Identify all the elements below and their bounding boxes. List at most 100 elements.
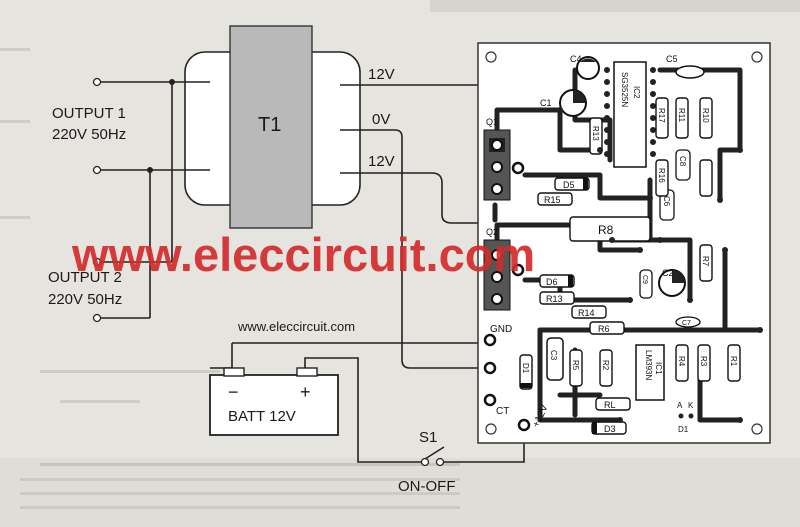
c2-label: C2 [662,268,674,278]
c8-label: C8 [678,156,687,167]
pcb-pads [557,107,763,423]
output-2-terminal-a [92,257,102,267]
ic1-label: IC1 [654,362,663,375]
watermark-small: www.eleccircuit.com [237,319,355,334]
resistor-r13v [589,117,603,155]
capacitor-c2: C2 [658,268,686,297]
r13-label: R13 [546,294,563,304]
r3-label: R3 [699,356,708,367]
battery: − + BATT 12V [209,367,339,436]
watermark-large: www.eleccircuit.com [71,228,535,281]
resistor-r14 [571,305,607,319]
resistor-r6 [589,321,625,335]
transformer-label: T1 [258,114,281,136]
switch-s1: S1 ON-OFF [398,429,456,495]
battery-label: BATT 12V [228,408,296,425]
transformer-t1: T1 [184,25,361,229]
c1-label: C1 [540,98,552,108]
r1-label: R1 [729,356,738,367]
capacitor-c3: C3 [546,337,564,381]
c7-label: C7 [682,320,691,327]
output-terminals [92,77,102,323]
r14-label: R14 [578,308,595,318]
led-d1-label: D1 [678,425,689,434]
pcb-terminals [483,161,531,432]
capacitor-c7: C7 [675,316,701,328]
battery-plus: + [300,382,311,402]
r7-label: R7 [701,256,710,267]
ic2-part: SG3525N [620,72,629,107]
diodes: D5 D6 D1 D3 A K D1 [519,177,694,435]
capacitor-c4: C4 [570,54,600,80]
pcb-board: Q1 Q2 GND CT +12V [477,42,771,444]
rl-label: RL [604,400,616,410]
r6-label: R6 [598,324,610,334]
output-2-terminal-b [92,313,102,323]
battery-minus: − [228,382,239,402]
d5-label: D5 [563,180,575,190]
resistor-r1 [727,344,741,382]
ic2-sg3525n: SG3525N IC2 [604,61,656,168]
ic1-lm393n: LM393N IC1 [635,344,665,401]
q1-label: Q1 [486,117,498,127]
capacitor-c8: C8 [675,149,691,181]
d1-label: D1 [521,363,530,374]
capacitor-c5: C5 [666,54,705,79]
capacitor-c9: C9 [639,269,653,299]
r5-label: R5 [571,360,580,371]
diode-d5 [554,177,590,191]
resistor-r12 [699,159,713,197]
r17-label: R17 [657,108,666,123]
switch-label: ON-OFF [398,478,456,495]
resistor-r2 [599,349,613,387]
output-2-spec: 220V 50Hz [48,291,122,308]
ct-label: CT [496,406,509,417]
c6-label: C6 [662,196,671,207]
resistor-r13 [539,291,575,305]
resistor-r16 [655,159,669,197]
r2-label: R2 [601,360,610,371]
r11-label: R11 [677,108,686,123]
resistor-labels: R17 R11 R10 R16 R7 R5 R4 R3 R1 R2 R13 R1… [544,108,738,410]
capacitor-c1: C1 [540,89,587,117]
resistor-r7 [699,244,713,282]
resistor-r15 [537,192,573,206]
transistor-q2: Q2 [483,227,511,311]
c4-label: C4 [570,54,582,64]
transistor-q1: Q1 [483,117,511,201]
secondary-center-label: 0V [372,111,390,128]
ic2-label: IC2 [632,86,641,99]
r16-label: R16 [657,168,666,183]
d3-label: D3 [604,424,616,434]
led-a-label: A [677,401,683,410]
resistor-r10 [699,97,713,139]
resistor-rl [595,397,631,411]
diode-d1 [519,354,533,390]
c3-label: C3 [549,350,558,361]
secondary-top-label: 12V [368,66,395,83]
resistor-r4 [675,344,689,382]
r15-label: R15 [544,195,561,205]
ic1-part: LM393N [644,350,653,380]
secondary-bottom-label: 12V [368,153,395,170]
output-1-name: OUTPUT 1 [52,105,126,122]
r13v-label: R13 [591,126,600,141]
output-1-terminal-b [92,165,102,175]
c5-label: C5 [666,54,678,64]
gnd-label: GND [490,324,512,335]
switch-name: S1 [419,429,437,446]
q2-label: Q2 [486,227,498,237]
r8-label: R8 [598,223,614,237]
resistor-r11 [675,97,689,139]
resistor-r5 [569,349,583,387]
d6-label: D6 [546,277,558,287]
r4-label: R4 [677,356,686,367]
diode-d6 [539,274,575,288]
c9-label: C9 [641,275,648,284]
junction-dots [147,79,175,173]
led-k-label: K [688,401,694,410]
resistor-r3 [697,344,711,382]
resistors [537,97,741,411]
